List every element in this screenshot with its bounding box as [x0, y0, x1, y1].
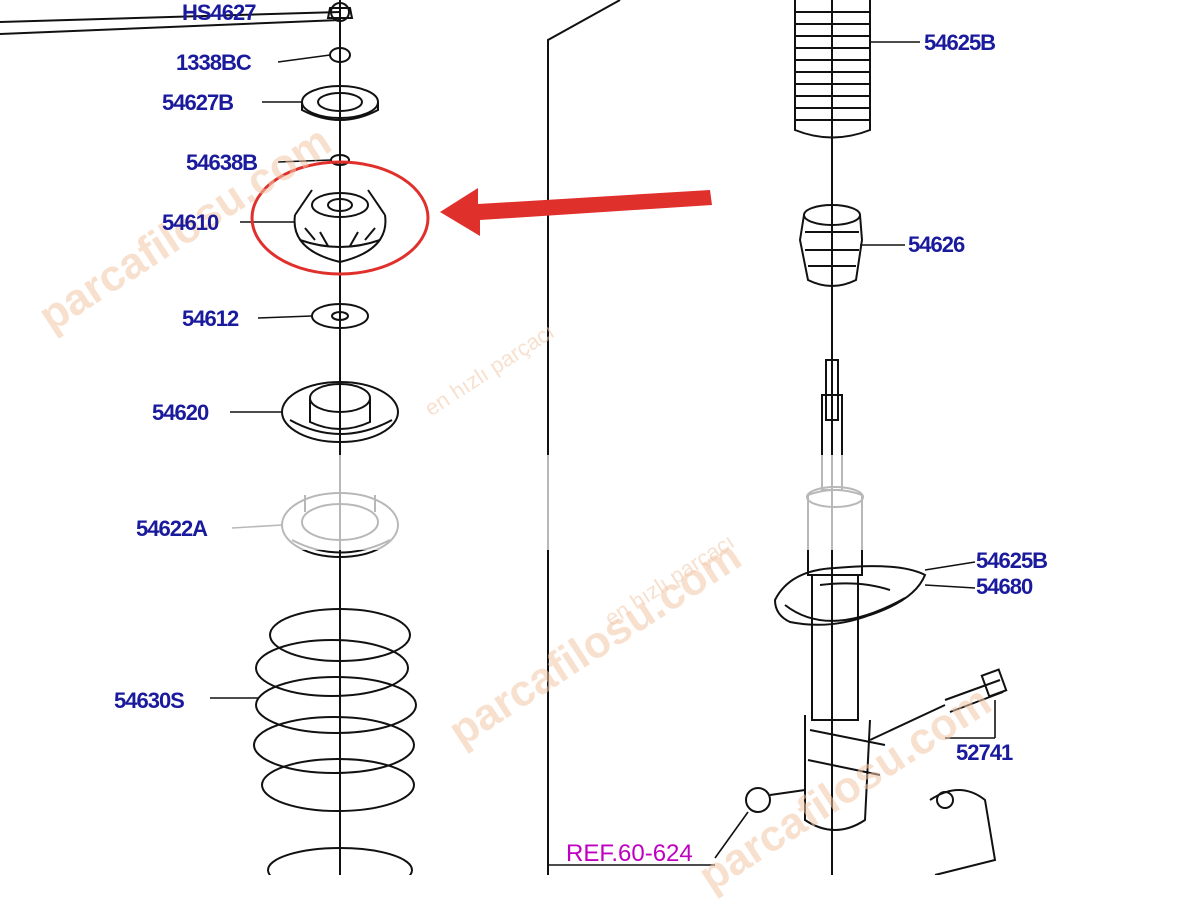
top-nut [326, 2, 354, 22]
part-label-54622A: 54622A [136, 516, 208, 541]
top-bar [0, 11, 341, 23]
part-label-54620: 54620 [152, 400, 209, 425]
part-label-1338BC: 1338BC [176, 50, 252, 75]
part-label-54625B: 54625B [924, 30, 996, 55]
part-label-54680: 54680 [976, 574, 1033, 599]
strut-mount-54610 [293, 189, 387, 264]
highlight-ellipse [250, 160, 430, 276]
reference-label: REF.60-624 [566, 840, 693, 867]
knuckle-bolts [745, 668, 1008, 876]
part-label-54638B: 54638B [186, 150, 258, 175]
leader-lines [210, 41, 996, 866]
part-label-54612: 54612 [182, 306, 239, 331]
part-label-54626: 54626 [908, 232, 965, 257]
watermark-band [0, 455, 1180, 550]
part-label-54627B: 54627B [162, 90, 234, 115]
coil-spring-54630S [253, 608, 417, 893]
part-label-54610: 54610 [162, 210, 219, 235]
dust-boot-54625B [794, 0, 871, 139]
part-label-top: HS4627 [182, 0, 257, 25]
part-label-54630S: 54630S [114, 688, 185, 713]
highlight [250, 160, 430, 276]
highlight-arrow [440, 188, 712, 236]
part-label-54625B-lower: 54625B [976, 548, 1048, 573]
strut-spring-seat [773, 565, 927, 626]
part-label-52741: 52741 [956, 740, 1013, 765]
divider-line [547, 0, 621, 875]
bump-stop-54626 [798, 204, 864, 287]
diagram-drawing [0, 0, 1008, 893]
